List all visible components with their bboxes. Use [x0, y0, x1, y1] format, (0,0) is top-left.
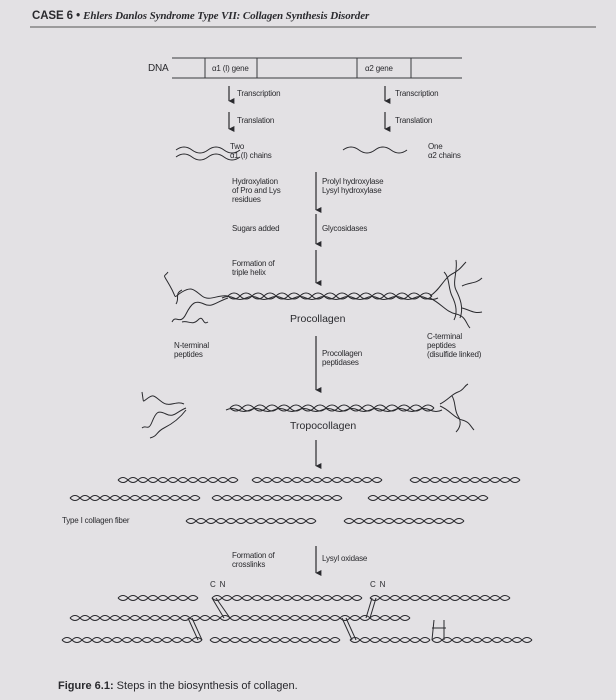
- crosslinks-label: Formation of crosslinks: [232, 551, 275, 569]
- glycosidases-label: Glycosidases: [322, 224, 368, 233]
- collagen-fiber: [69, 477, 521, 524]
- one-chain-label: One α2 chains: [428, 142, 461, 160]
- transcription-left-label: Transcription: [237, 89, 281, 98]
- case-title: Ehlers Danlos Syndrome Type VII: Collage…: [83, 10, 370, 22]
- figure-caption-text: Steps in the biosynthesis of collagen.: [113, 680, 298, 692]
- cn-left-label: C N: [210, 580, 226, 589]
- fiber-label: Type I collagen fiber: [62, 516, 130, 525]
- c-terminal-label: C-terminal peptides (disulfide linked): [427, 332, 482, 359]
- translation-right-label: Translation: [395, 116, 433, 125]
- dna-label: DNA: [148, 63, 169, 74]
- two-chains-label: Two α1 (I) chains: [230, 142, 272, 160]
- transcription-right-label: Transcription: [395, 89, 439, 98]
- case-header: CASE 6 • Ehlers Danlos Syndrome Type VII…: [32, 10, 369, 23]
- sugars-added-label: Sugars added: [232, 224, 280, 233]
- translation-left-label: Translation: [237, 116, 275, 125]
- peptidases-label: Procollagen peptidases: [322, 349, 363, 367]
- alpha-chains: [175, 146, 408, 161]
- hydroxylation-label: Hydroxylation of Pro and Lys residues: [232, 177, 281, 204]
- n-terminal-peptides: [164, 271, 229, 324]
- dna-bar: [172, 57, 462, 79]
- case-label: CASE 6: [32, 10, 73, 22]
- tropocollagen-label: Tropocollagen: [290, 420, 357, 432]
- alpha2-gene-label: α2 gene: [365, 64, 393, 73]
- crosslinks: [187, 597, 446, 641]
- alpha1-gene-label: α1 (I) gene: [212, 64, 249, 73]
- procollagen-helix: [221, 292, 439, 300]
- flow-arrows: [228, 86, 391, 576]
- hydroxylases-label: Prolyl hydroxylase Lysyl hydroxylase: [322, 177, 384, 195]
- triple-helix-label: Formation of triple helix: [232, 259, 275, 277]
- n-terminal-label: N-terminal peptides: [174, 341, 209, 359]
- c-terminal-peptides: [429, 259, 483, 329]
- figure-caption-label: Figure 6.1:: [58, 680, 114, 692]
- procollagen-label: Procollagen: [290, 313, 346, 325]
- tropocollagen-helix: [225, 404, 443, 412]
- figure-caption: Figure 6.1: Steps in the biosynthesis of…: [58, 680, 298, 693]
- bullet: •: [76, 10, 80, 22]
- crosslinked-fibers: [61, 595, 533, 643]
- cn-right-label: C N: [370, 580, 386, 589]
- lysyl-oxidase-label: Lysyl oxidase: [322, 554, 368, 563]
- cleaved-peptides: [141, 383, 475, 439]
